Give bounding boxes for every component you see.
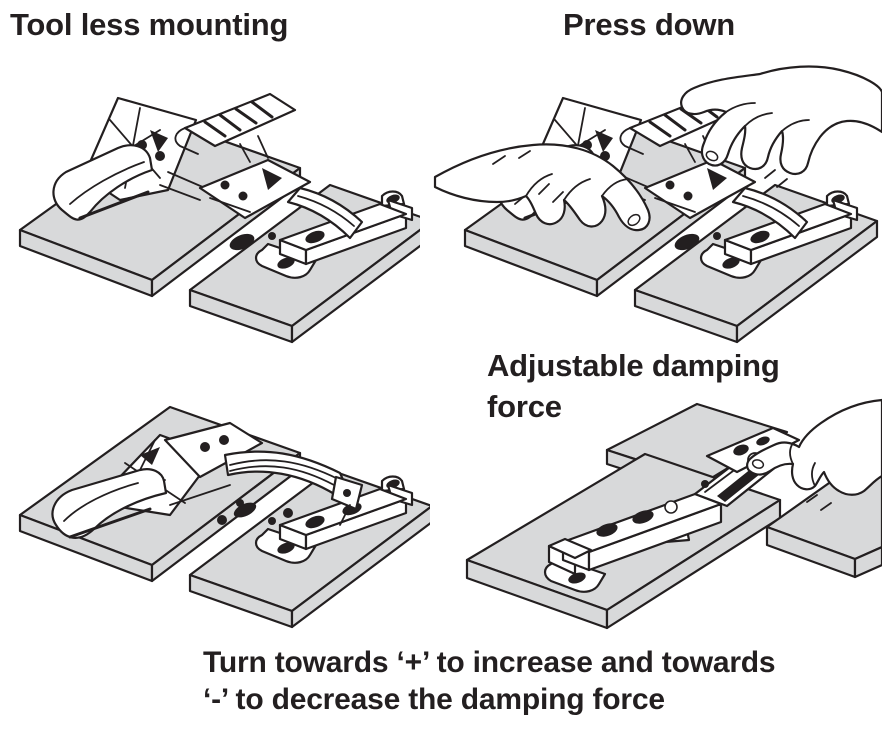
caption-turn-instruction: Turn towards ‘+’ to increase and towards… — [203, 645, 873, 718]
heading-adjustable-damping-force: Adjustable damping force — [487, 348, 780, 424]
heading-press-down: Press down — [563, 7, 735, 42]
illustration-press-down — [433, 65, 882, 344]
right-hand — [680, 65, 882, 188]
illustration-toolless-mounting — [18, 92, 420, 344]
illustration-hinge-mounted — [18, 405, 430, 629]
caption-line-2: ‘-’ to decrease the damping force — [203, 682, 665, 716]
caption-line-1: Turn towards ‘+’ to increase and towards — [203, 646, 776, 679]
heading-toolless-mounting: Tool less mounting — [10, 7, 289, 42]
pointing-hand — [746, 398, 882, 511]
illustration-damping-adjust — [465, 398, 882, 630]
left-hand — [433, 143, 651, 232]
